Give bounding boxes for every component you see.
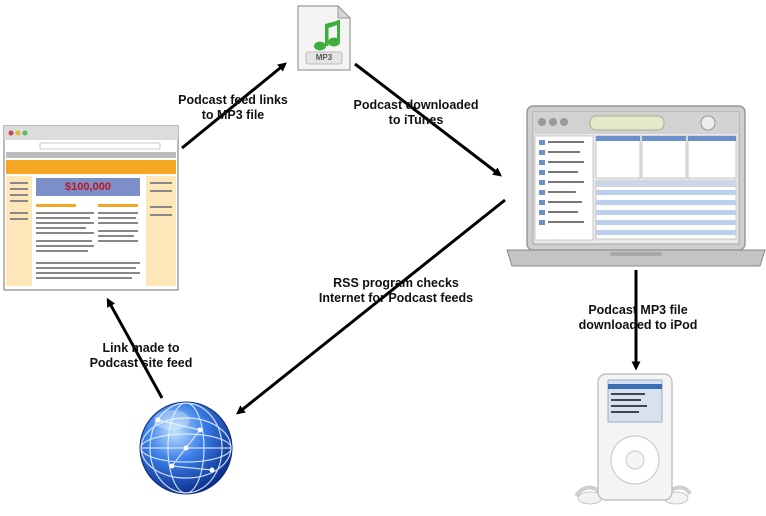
label-mp3-to-ipod-line1: Podcast MP3 file: [588, 303, 688, 317]
label-mp3-to-ipod-line2: downloaded to iPod: [578, 318, 698, 332]
mp3-file-label: MP3: [315, 53, 333, 62]
label-mp3-to-ipod: Podcast MP3 file downloaded to iPod: [570, 303, 706, 333]
arrow-itunes-to-globe: [236, 198, 506, 415]
label-feed-links-line1: Podcast feed links: [178, 93, 288, 107]
label-link-made-line1: Link made to: [102, 341, 180, 355]
label-downloaded-itunes: Podcast downloaded to iTunes: [346, 98, 486, 128]
label-feed-links: Podcast feed links to MP3 file: [168, 93, 298, 123]
label-feed-links-line2: to MP3 file: [201, 108, 265, 122]
label-rss-checks: RSS program checks Internet for Podcast …: [306, 276, 486, 306]
label-downloaded-itunes-line1: Podcast downloaded: [353, 98, 479, 112]
label-downloaded-itunes-line2: to iTunes: [388, 113, 444, 127]
label-rss-checks-line2: Internet for Podcast feeds: [318, 291, 474, 305]
arrow-globe-to-web: [106, 297, 164, 399]
arrow-mp3-to-itunes: [354, 62, 502, 177]
arrow-web-to-mp3: [181, 62, 287, 150]
label-link-made: Link made to Podcast site feed: [76, 341, 206, 371]
label-link-made-line2: Podcast site feed: [89, 356, 193, 370]
label-rss-checks-line1: RSS program checks: [333, 276, 459, 290]
website-banner-text: $100,000: [65, 181, 111, 193]
